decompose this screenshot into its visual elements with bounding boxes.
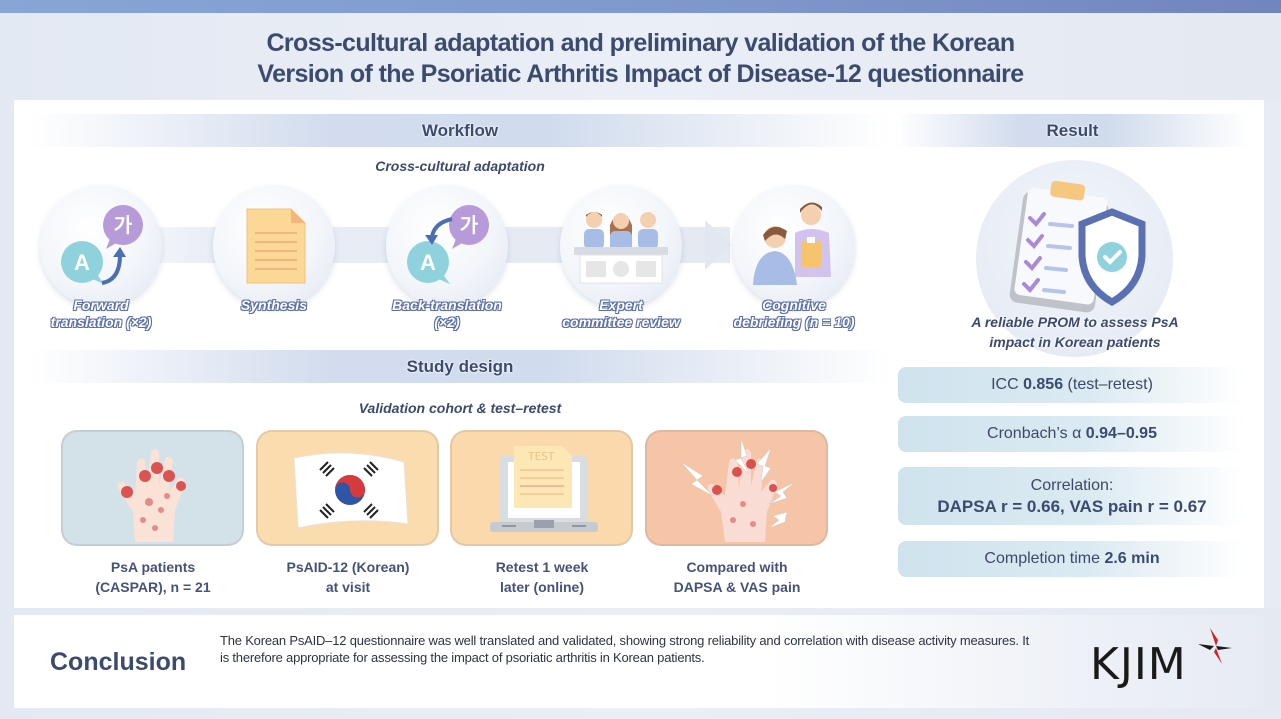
- result-header: Result: [895, 114, 1250, 147]
- korean-glyph: 가: [114, 213, 133, 237]
- workflow-step-label: Expert committee review: [562, 297, 681, 331]
- kjim-logo: KJIM: [1090, 640, 1187, 690]
- stat-value: 0.94–0.95: [1085, 425, 1157, 442]
- laptop-test-icon: TEST: [490, 446, 598, 532]
- translation-icon: 가 A: [61, 205, 143, 285]
- study-card-retest: TEST: [450, 430, 633, 546]
- workflow-step-forward-translation: 가 A: [40, 185, 162, 307]
- test-label: TEST: [528, 450, 555, 463]
- result-caption: A reliable PROM to assess PsA impact in …: [971, 314, 1179, 350]
- study-card-label: PsAID-12 (Korean) at visit: [286, 559, 410, 595]
- right-margin: [1265, 100, 1281, 608]
- latin-glyph: A: [74, 250, 90, 275]
- study-card-label: Retest 1 week later (online): [495, 559, 589, 595]
- study-card-psa-patients: [61, 430, 244, 546]
- interview-icon: [753, 202, 831, 285]
- study-design-subheader: Validation cohort & test–retest: [358, 400, 562, 416]
- stat-icc: ICC 0.856 (test–retest): [898, 367, 1246, 403]
- title-line-2: Version of the Psoriatic Arthritis Impac…: [257, 60, 1024, 88]
- workflow-step-cognitive-debriefing: [733, 185, 855, 307]
- workflow-subheader: Cross-cultural adaptation: [375, 158, 545, 174]
- stat-cronbach: Cronbach’s α 0.94–0.95: [898, 416, 1246, 452]
- back-translation-icon: 가 A: [407, 205, 489, 284]
- kjim-logo-text: KJIM: [1090, 639, 1187, 690]
- title-line-1: Cross-cultural adaptation and preliminar…: [266, 29, 1015, 57]
- painful-hand-icon: [680, 437, 796, 542]
- psoriatic-hand-icon: [117, 449, 186, 542]
- top-banner-bar: [0, 0, 1281, 13]
- study-design-header: Study design: [30, 350, 890, 383]
- stat-value: 2.6 min: [1104, 550, 1160, 567]
- study-card-psaid12: [256, 430, 439, 546]
- stat-completion-time: Completion time 2.6 min: [898, 541, 1246, 577]
- workflow-step-synthesis: [213, 185, 335, 307]
- conclusion-title: Conclusion: [50, 648, 187, 676]
- stat-value: DAPSA r = 0.66, VAS pain r = 0.67: [937, 497, 1207, 516]
- workflow-step-label: Synthesis: [240, 297, 308, 314]
- conclusion-text: The Korean PsAID–12 questionnaire was we…: [220, 633, 1030, 665]
- study-card-label: PsA patients (CASPAR), n = 21: [95, 559, 211, 595]
- stat-correlation: Correlation: DAPSA r = 0.66, VAS pain r …: [898, 467, 1246, 525]
- workflow-step-label: Cognitive debriefing (n = 10): [733, 297, 855, 331]
- workflow-header: Workflow: [30, 114, 890, 147]
- korean-flag-icon: [293, 452, 409, 529]
- svg-text:A: A: [420, 250, 436, 275]
- page-title: Cross-cultural adaptation and preliminar…: [0, 28, 1281, 90]
- study-card-compared: [645, 430, 828, 546]
- svg-text:가: 가: [460, 213, 479, 237]
- result-illustration: [976, 160, 1173, 357]
- workflow-arrow-head: [705, 220, 731, 270]
- workflow-step-back-translation: 가 A: [386, 185, 508, 307]
- study-card-label: Compared with DAPSA & VAS pain: [673, 559, 801, 595]
- kjim-logo-cross-icon: [1198, 628, 1232, 664]
- document-icon: [246, 208, 306, 284]
- conclusion-panel: [14, 615, 1264, 708]
- workflow-step-label: Forward translation (×2): [50, 297, 152, 331]
- workflow-step-expert-committee: [560, 185, 682, 307]
- workflow-step-label: Back-translation (×2): [392, 297, 503, 331]
- expert-committee-icon: [574, 212, 668, 284]
- stat-value: 0.856: [1023, 376, 1064, 393]
- clipboard-shield-icon: [1009, 180, 1146, 313]
